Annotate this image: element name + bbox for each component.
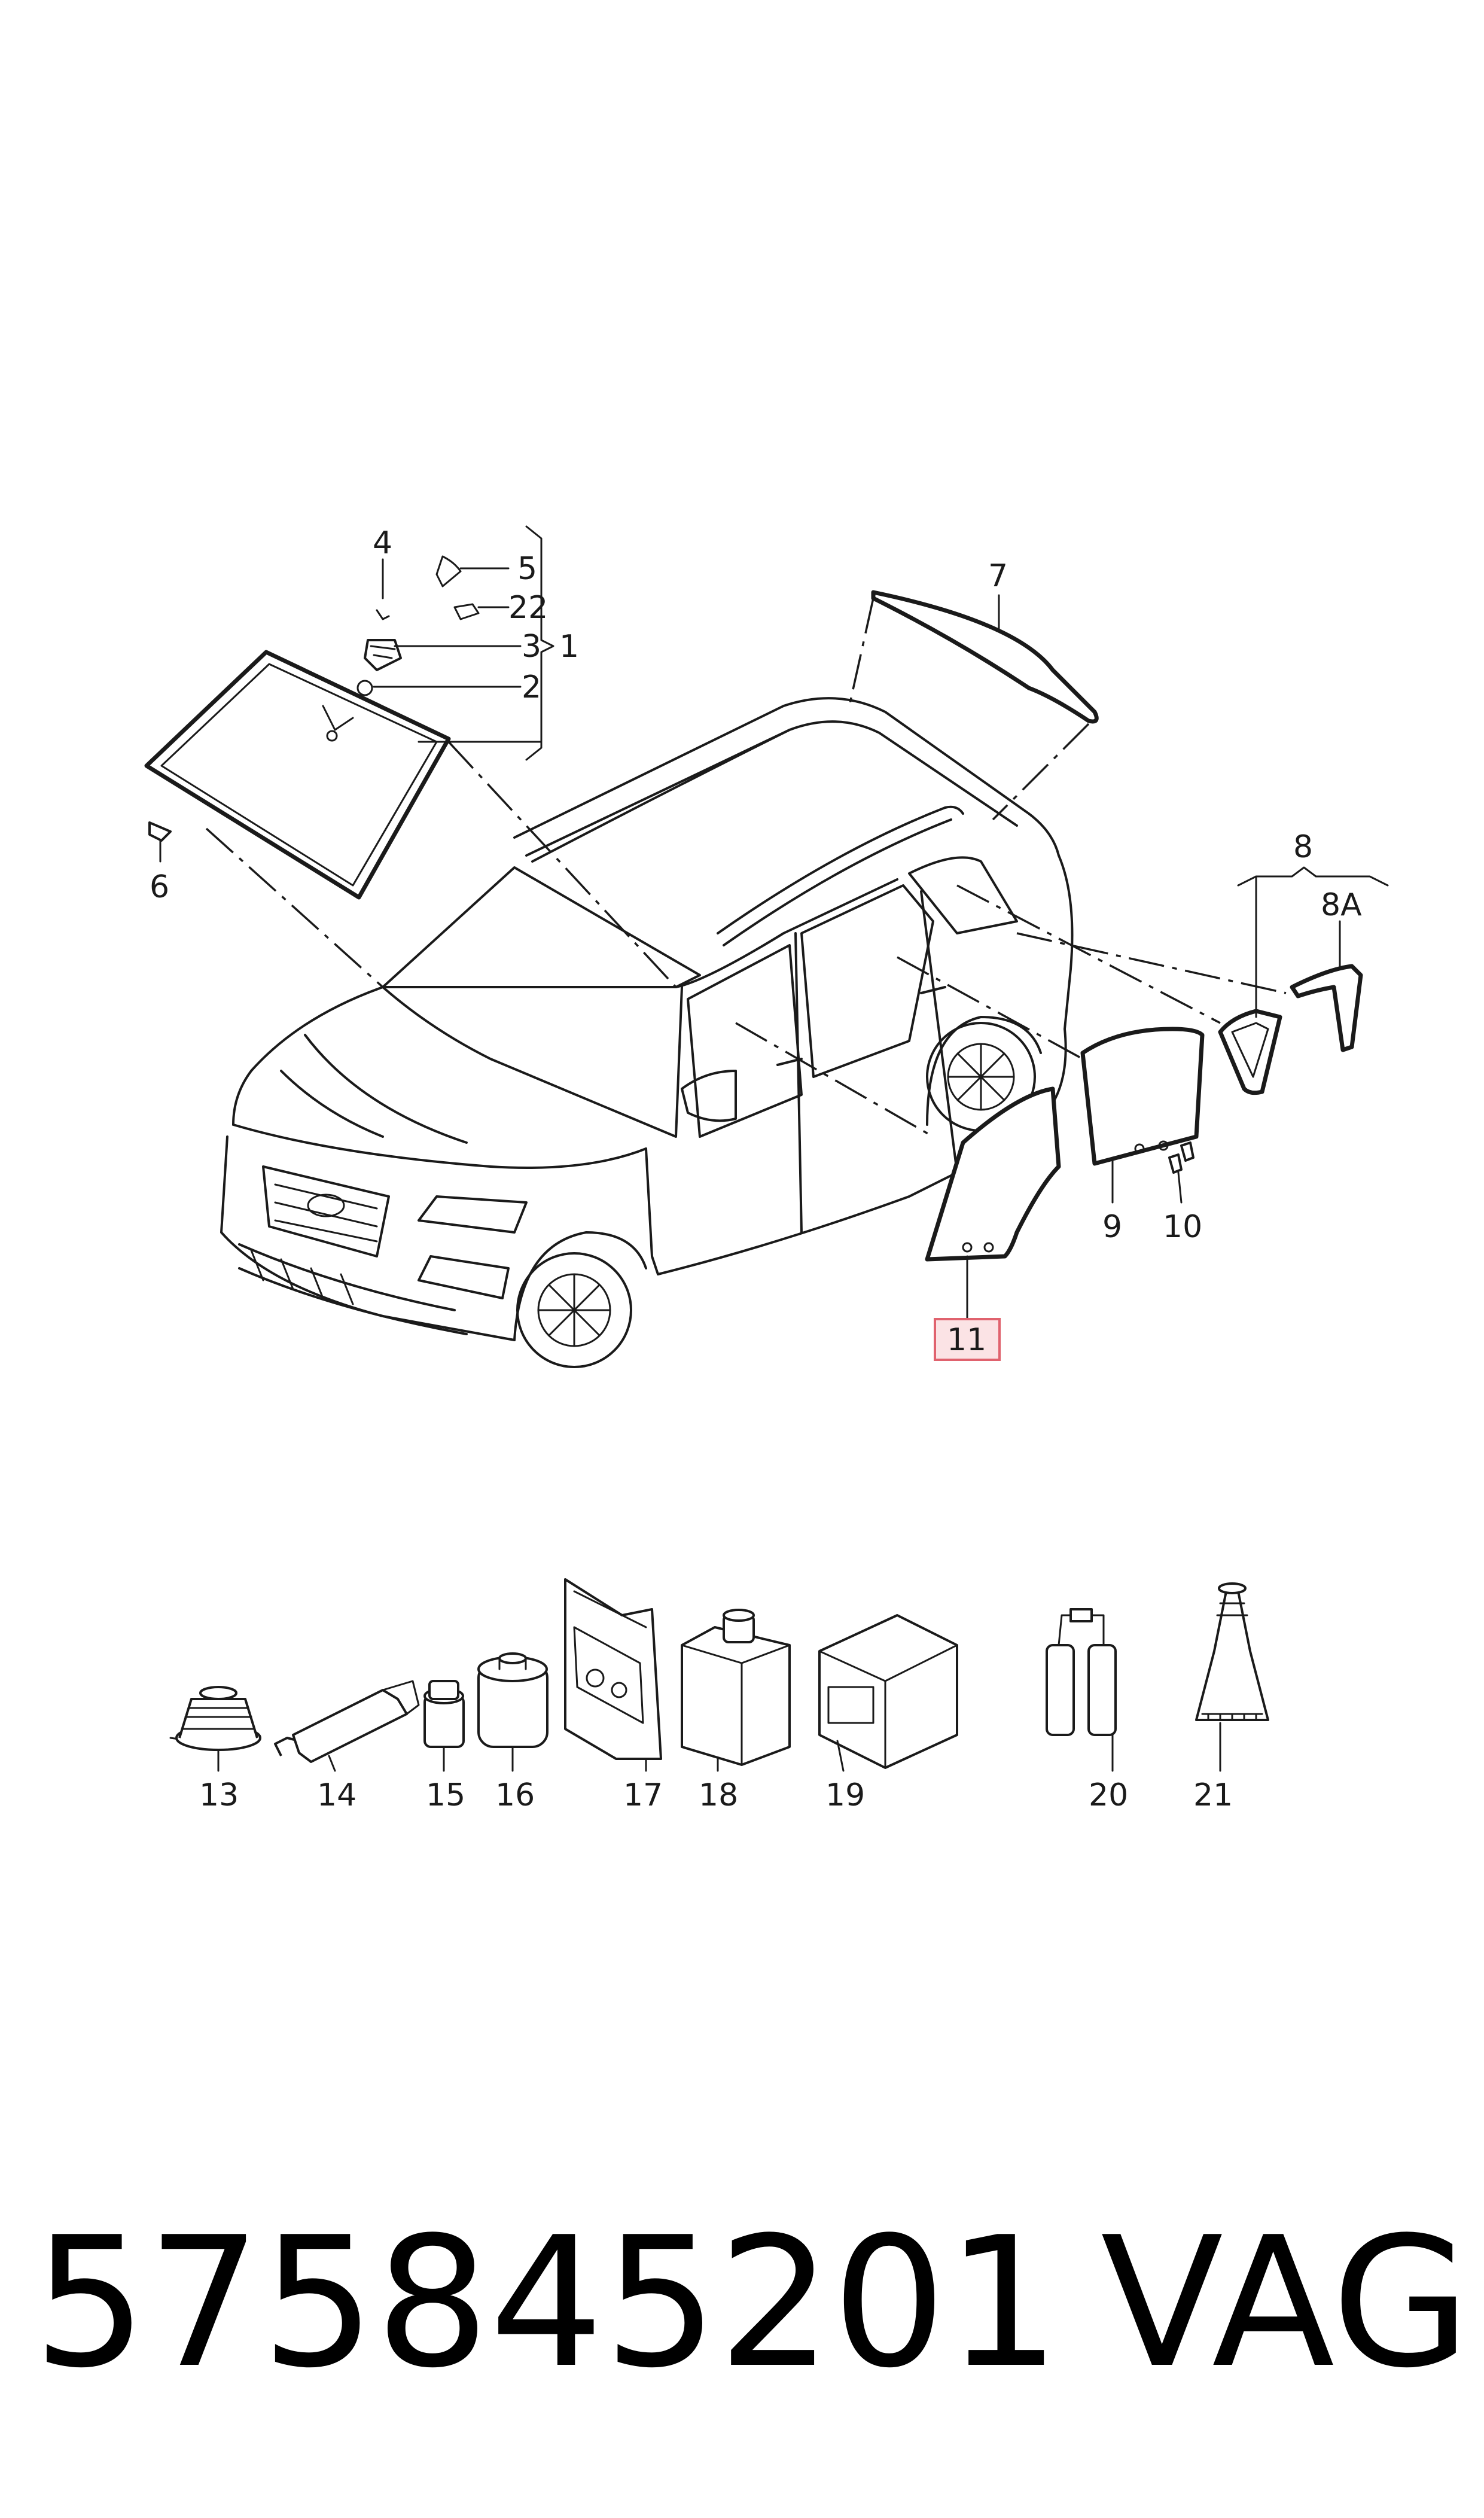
callout-8a: 8A: [1321, 887, 1362, 923]
callout-labels: 4 5 22 3 2 1 6 7 8 8A 9 10 11 13 14 15 1…: [150, 525, 1362, 1813]
callout-22: 22: [508, 590, 548, 626]
trim-clip-6: [148, 821, 172, 842]
leader-lines: [159, 525, 1389, 1320]
consumable-15-small-jar: [423, 1680, 465, 1748]
vehicle-outline: [220, 697, 1074, 1368]
part-number: 575845201: [33, 2199, 1061, 2407]
callout-14: 14: [317, 1777, 356, 1813]
quarter-glass-8: [1218, 964, 1363, 1095]
callout-9: 9: [1102, 1209, 1122, 1245]
callout-19: 19: [825, 1777, 865, 1813]
consumable-14-tube: [274, 1680, 420, 1763]
windshield-glass: [144, 650, 451, 900]
callout-18: 18: [699, 1777, 738, 1813]
callout-15: 15: [426, 1777, 465, 1813]
callout-13: 13: [199, 1777, 239, 1813]
callout-10: 10: [1163, 1209, 1202, 1245]
consumable-16-can: [477, 1652, 548, 1748]
callout-1: 1: [559, 629, 579, 665]
consumable-18-bottle: [681, 1609, 791, 1766]
consumable-20-cartridge-pair: [1046, 1608, 1117, 1736]
consumable-leaders: [217, 1722, 1221, 1772]
sensor-parts: [356, 555, 480, 696]
rear-window-glass: [871, 590, 1099, 724]
assembly-lines: [205, 598, 1287, 1138]
callout-20: 20: [1089, 1777, 1128, 1813]
consumable-21-nozzle: [1195, 1582, 1269, 1721]
consumable-13-seal-roll: [169, 1686, 261, 1751]
callout-17: 17: [623, 1777, 663, 1813]
callout-7: 7: [988, 558, 1008, 594]
callout-5: 5: [517, 551, 537, 587]
front-door-glass-11: [925, 1086, 1061, 1262]
callout-6: 6: [150, 869, 169, 905]
callout-16: 16: [495, 1777, 535, 1813]
callout-2: 2: [522, 669, 541, 705]
consumable-19-box: [818, 1614, 958, 1769]
callout-11: 11: [947, 1322, 986, 1358]
brand-name: VAG: [1101, 2199, 1471, 2407]
callout-4: 4: [373, 525, 392, 561]
callout-3: 3: [522, 629, 541, 665]
clips-10: [1168, 1141, 1194, 1174]
callout-21: 21: [1193, 1777, 1233, 1813]
consumable-17-pouch: [564, 1578, 662, 1760]
callout-8: 8: [1293, 829, 1313, 865]
highlight-box-11: [934, 1318, 1001, 1361]
rear-door-glass-9: [1080, 1027, 1205, 1166]
